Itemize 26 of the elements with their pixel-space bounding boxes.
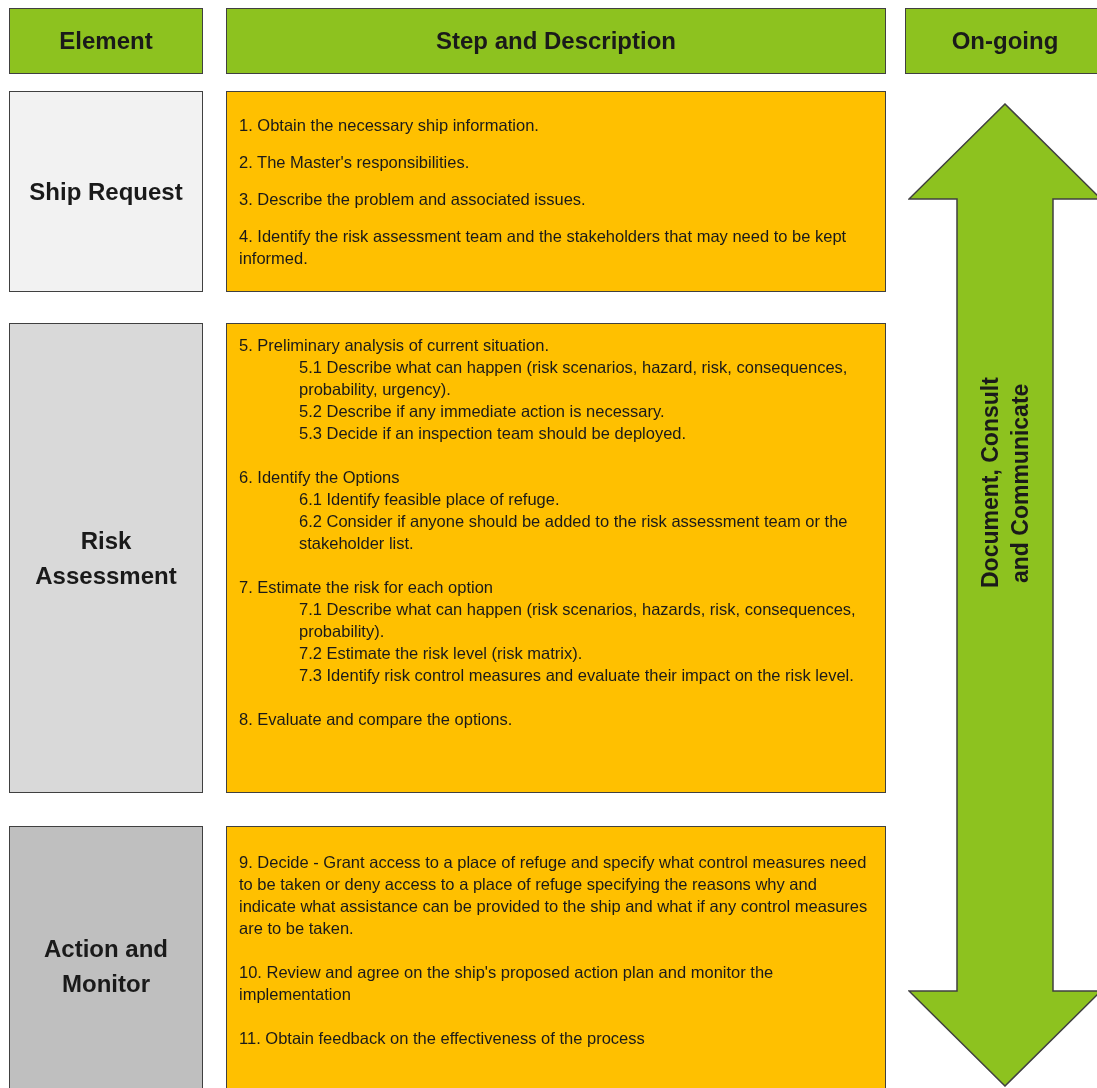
sub-step-text: 7.1 Describe what can happen (risk scenarios, hazards, risk, consequences, probability). — [299, 599, 857, 642]
step-text: 1. Obtain the necessary ship information. — [239, 115, 540, 136]
sub-step-text: 6.2 Consider if anyone should be added to the risk assessment team or the stakeholder list. — [299, 511, 849, 554]
sub-step-text: 5.3 Decide if an inspection team should be deployed. — [299, 423, 688, 444]
sub-step-text: 5.1 Describe what can happen (risk scenarios, hazard, risk, consequences, probability, urgency). — [299, 357, 849, 400]
sub-step-text: 5.2 Describe if any immediate action is necessary. — [299, 401, 666, 422]
step-text: 2. The Master's responsibilities. — [239, 152, 471, 173]
step-text: 10. Review and agree on the ship's proposed action plan and monitor the implementation — [239, 962, 775, 1005]
element-title: Action and Monitor — [43, 934, 169, 999]
step-text: 6. Identify the Options — [239, 467, 401, 488]
element-title: Ship Request — [29, 177, 183, 206]
element-title: Risk Assessment — [34, 526, 178, 591]
step-text: 5. Preliminary analysis of current situation. — [239, 335, 550, 356]
step-text: 8. Evaluate and compare the options. — [239, 709, 514, 730]
step-text: 9. Decide - Grant access to a place of refuge and specify what control measures need to be taken or deny access to a place of refuge specifying the reasons why and indicate what assistance can be provided to the ship and what if any control measures are to be taken. — [239, 852, 869, 939]
column-header: On-going — [951, 27, 1059, 55]
column-header: Element — [59, 27, 153, 55]
sub-step-text: 6.1 Identify feasible place of refuge. — [299, 489, 561, 510]
column-header: Step and Description — [435, 27, 676, 55]
step-text: 11. Obtain feedback on the effectiveness of the process — [239, 1028, 646, 1049]
step-text: 4. Identify the risk assessment team and the stakeholders that may need to be kept informed. — [239, 226, 848, 269]
step-text: 7. Estimate the risk for each option — [239, 577, 495, 598]
sub-step-text: 7.2 Estimate the risk level (risk matrix). — [299, 643, 584, 664]
sub-step-text: 7.3 Identify risk control measures and evaluate their impact on the risk level. — [299, 665, 855, 686]
arrow-label: Document, Consult and Communicate — [976, 376, 1034, 591]
step-text: 3. Describe the problem and associated issues. — [239, 189, 587, 210]
